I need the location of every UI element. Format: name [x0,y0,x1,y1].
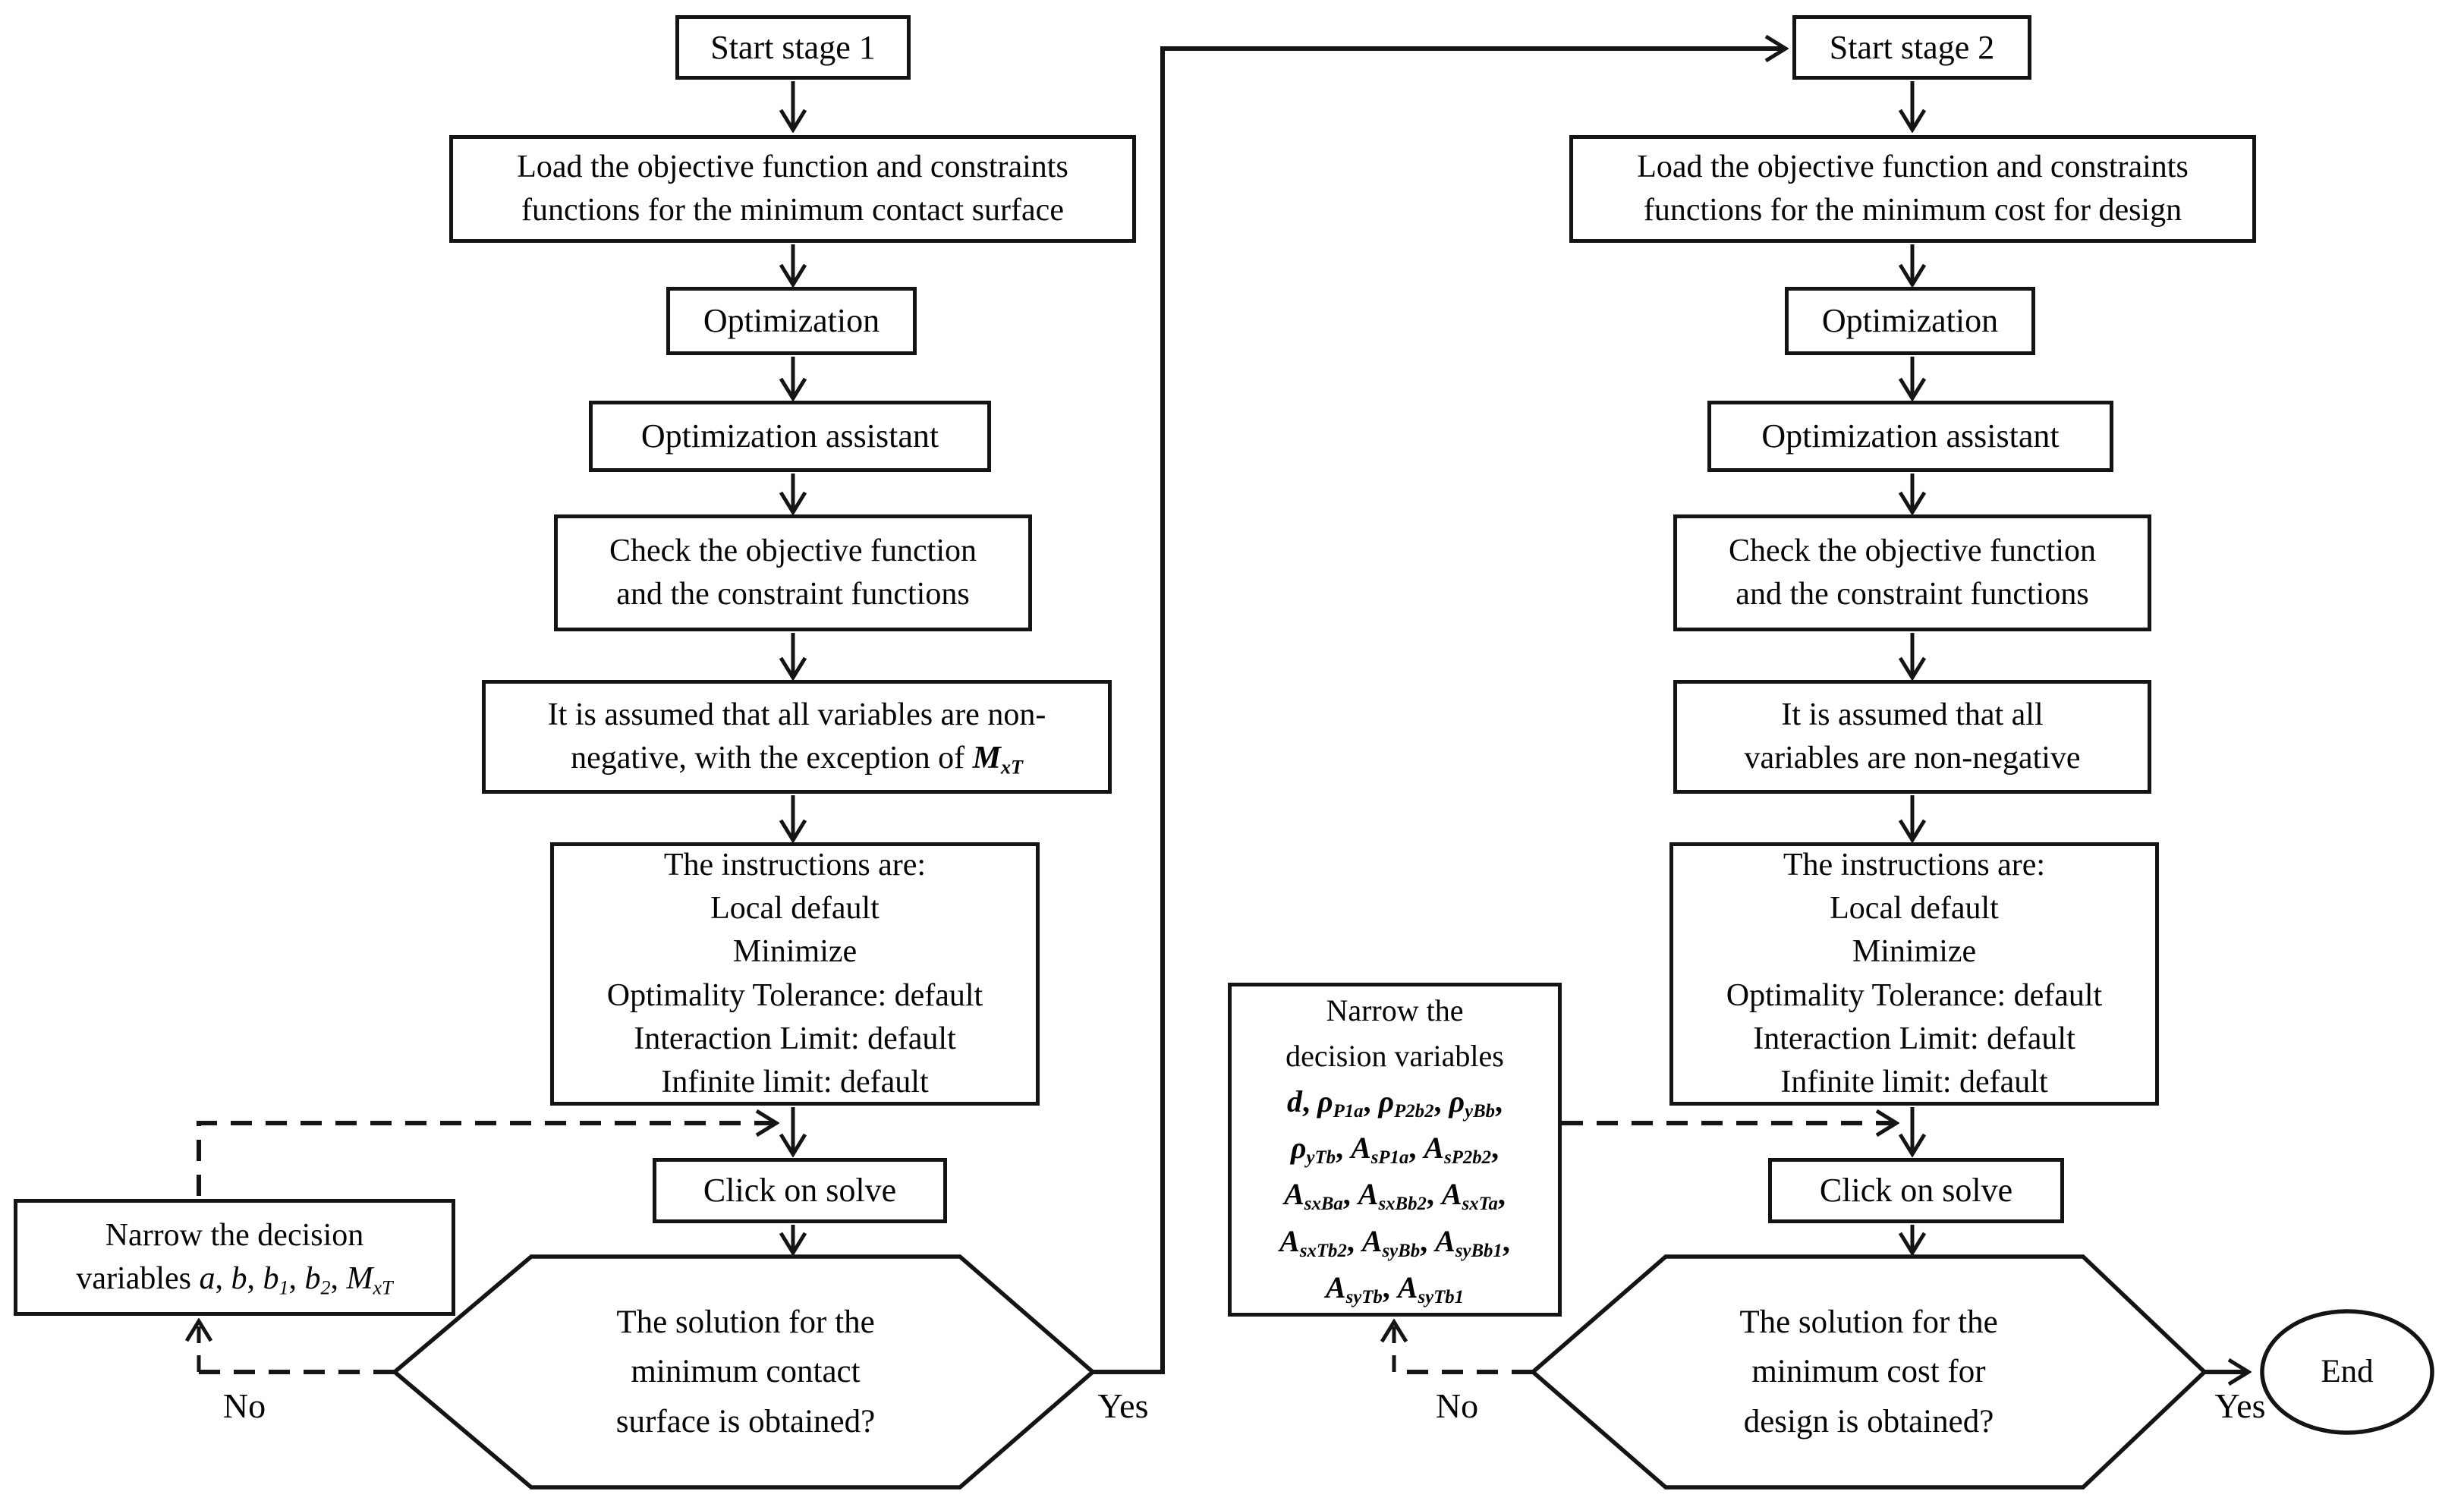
s2-decision-line1: The solution for the [1739,1304,1998,1340]
feedback-dashed-narrow-to-solve-s1 [197,1123,776,1196]
end-ellipse [2260,1309,2434,1435]
s2-check-line1: Check the objective function [1728,533,2096,568]
s1-instructions-line1: The instructions are: [663,848,927,883]
s2-click-solve-box: Click on solve [1768,1158,2064,1223]
s1-load-line1: Load the objective function and constrai… [517,149,1068,184]
s2-narrow-box: Narrow the decision variables d, ρP1a, ρ… [1228,983,1562,1317]
s1-no-label: No [222,1386,266,1425]
s2-assistant-label: Optimization assistant [1761,417,2060,455]
end-label: End [2321,1354,2374,1390]
s1-yes-label: Yes [1097,1386,1149,1425]
s2-instructions-box: The instructions are: Local default Mini… [1669,842,2159,1106]
s2-decision-line2: minimum cost for [1751,1354,1986,1390]
s2-instructions-line5: Interaction Limit: default [1753,1021,2075,1056]
s2-start-box: Start stage 2 [1792,15,2031,80]
s2-decision-text: The solution for the minimum cost for de… [1624,1290,2113,1454]
s2-decision-line3: design is obtained? [1743,1403,1994,1439]
s2-narrow-line4: ρyTb, AsP1a, AsP2b2, [1290,1131,1499,1169]
s2-yes-label: Yes [2214,1386,2266,1425]
s1-check-line2: and the constraint functions [616,577,970,612]
s1-start-box: Start stage 1 [675,15,911,80]
s1-click-solve-label: Click on solve [703,1172,897,1210]
s1-assistant-label: Optimization assistant [640,417,939,455]
s1-load-line2: functions for the minimum contact surfac… [521,193,1064,228]
s2-assume-box: It is assumed that all variables are non… [1673,680,2151,794]
s2-narrow-line5: AsxBa, AsxBb2, AsxTa, [1284,1177,1506,1215]
s2-optimization-box: Optimization [1785,287,2035,355]
decision-hexagon-s1 [391,1254,1097,1490]
s1-instructions-line2: Local default [710,891,880,927]
s1-narrow-line2: variables a, b, b1, b2, MxT [76,1260,393,1298]
s1-narrow-line1: Narrow the decision [105,1217,364,1253]
s2-check-box: Check the objective function and the con… [1673,514,2151,631]
yes-path-s1-to-s2 [1093,49,1785,1374]
s1-narrow-box: Narrow the decision variables a, b, b1, … [14,1199,455,1316]
s2-instructions-line4: Optimality Tolerance: default [1726,977,2103,1013]
s1-assistant-box: Optimization assistant [589,401,991,472]
s1-instructions-line6: Infinite limit: default [661,1064,929,1100]
s1-assume-box: It is assumed that all variables are non… [482,680,1112,794]
s2-load-box: Load the objective function and constrai… [1569,135,2256,243]
s1-decision-line3: surface is obtained? [615,1403,876,1439]
s2-narrow-line3: d, ρP1a, ρP2b2, ρyBb, [1286,1084,1503,1122]
s2-assume-line1: It is assumed that all [1781,697,2044,732]
s2-assume-line2: variables are non-negative [1744,741,2081,776]
s1-assume-line2: negative, with the exception of MxT [571,740,1023,778]
s2-assistant-box: Optimization assistant [1707,401,2113,472]
s2-instructions-line3: Minimize [1852,934,1977,970]
s2-narrow-line6: AsxTb2, AsyBb, AsyBb1, [1279,1223,1510,1261]
s1-instructions-line4: Optimality Tolerance: default [606,977,983,1013]
s1-assume-line1: It is assumed that all variables are non… [547,697,1046,732]
s2-instructions-line2: Local default [1830,891,1999,927]
s1-instructions-box: The instructions are: Local default Mini… [550,842,1040,1106]
s1-instructions-line5: Interaction Limit: default [634,1021,956,1056]
s2-instructions-line1: The instructions are: [1783,848,2046,883]
s1-decision-line2: minimum contact [631,1354,861,1390]
s1-start-label: Start stage 1 [710,28,876,66]
s1-check-box: Check the objective function and the con… [554,514,1032,631]
s2-narrow-line1: Narrow the [1326,993,1464,1028]
s1-decision-text: The solution for the minimum contact sur… [501,1290,990,1454]
s2-narrow-line7: AsyTb, AsyTb1 [1325,1270,1465,1307]
s1-optimization-label: Optimization [703,302,880,340]
s2-click-solve-label: Click on solve [1819,1172,2013,1210]
s1-instructions-line3: Minimize [732,934,858,970]
s1-check-line1: Check the objective function [609,533,977,568]
s2-optimization-label: Optimization [1821,302,1999,340]
decision-hexagon-s2 [1529,1254,2208,1490]
s2-load-line2: functions for the minimum cost for desig… [1643,193,2182,228]
s1-click-solve-box: Click on solve [653,1158,947,1223]
s2-check-line2: and the constraint functions [1735,577,2089,612]
s1-optimization-box: Optimization [666,287,917,355]
s2-instructions-line6: Infinite limit: default [1780,1064,2048,1100]
s2-narrow-line2: decision variables [1285,1039,1504,1074]
s1-load-box: Load the objective function and constrai… [449,135,1136,243]
s2-no-label: No [1435,1386,1479,1425]
s1-decision-line1: The solution for the [616,1304,875,1340]
s2-start-label: Start stage 2 [1829,28,1995,66]
s2-load-line1: Load the objective function and constrai… [1637,149,2189,184]
